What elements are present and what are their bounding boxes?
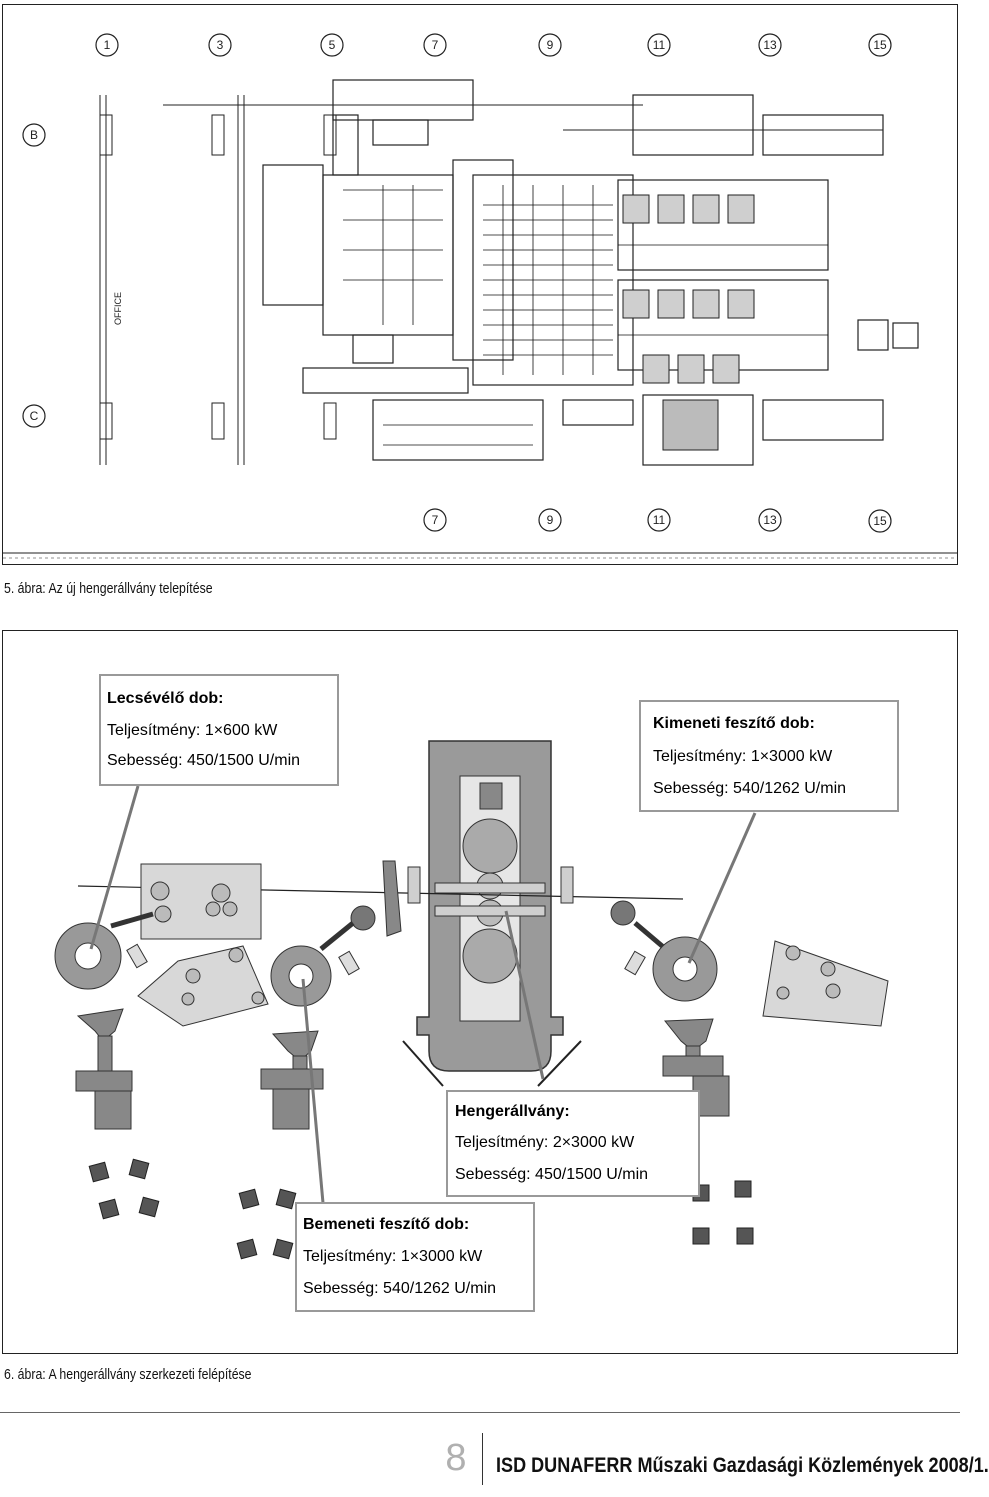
grid-label-bottom-9: 9	[547, 513, 554, 527]
mill-structure-diagram: Lecsévélő dob: Teljesítmény: 1×600 kW Se…	[54, 674, 899, 1312]
figure-5-layout-drawing: 1 3 5 7 9 11 13 15 7 9 11 13 15 B C OFFI…	[2, 4, 958, 565]
grid-label-bottom-7: 7	[432, 513, 439, 527]
callout-mill-power: Teljesítmény: 2×3000 kW	[455, 1134, 635, 1151]
callout-exit-power: Teljesítmény: 1×3000 kW	[653, 748, 833, 765]
entry-tension-drum	[137, 905, 376, 1130]
callout-decoiler: Lecsévélő dob: Teljesítmény: 1×600 kW Se…	[99, 674, 339, 786]
grid-label-1: 1	[104, 38, 111, 52]
grid-label-13: 13	[763, 38, 777, 52]
callout-exit-speed: Sebesség: 540/1262 U/min	[653, 780, 846, 797]
grid-label-7: 7	[432, 38, 439, 52]
footer-rule	[0, 1412, 960, 1413]
grid-label-bottom-15: 15	[873, 514, 887, 528]
callout-decoiler-power: Teljesítmény: 1×600 kW	[107, 722, 278, 739]
grid-label-15: 15	[873, 38, 887, 52]
grid-label-5: 5	[329, 38, 336, 52]
journal-title: ISD DUNAFERR Műszaki Gazdasági Közlemény…	[496, 1454, 989, 1477]
row-label-c: C	[30, 409, 39, 423]
callout-decoiler-speed: Sebesség: 450/1500 U/min	[107, 752, 300, 769]
layout-drawing: 1 3 5 7 9 11 13 15 7 9 11 13 15 B C OFFI…	[3, 33, 957, 559]
callout-exit-tension: Kimeneti feszítő dob: Teljesítmény: 1×30…	[639, 700, 899, 812]
callout-entry-tension: Bemeneti feszítő dob: Teljesítmény: 1×30…	[295, 1202, 535, 1312]
callout-mill-speed: Sebesség: 450/1500 U/min	[455, 1166, 648, 1183]
footer-separator	[482, 1433, 483, 1485]
callout-mill-title: Hengerállvány:	[455, 1103, 570, 1120]
callout-decoiler-title: Lecsévélő dob:	[107, 690, 223, 707]
page-number: 8	[445, 1437, 467, 1479]
callout-entry-title: Bemeneti feszítő dob:	[303, 1216, 469, 1233]
callout-mill-stand: Hengerállvány: Teljesítmény: 2×3000 kW S…	[446, 1090, 700, 1197]
figure-5-caption: 5. ábra: Az új hengerállvány telepítése	[4, 580, 213, 597]
decoiler-drum	[54, 863, 262, 1130]
grid-label-9: 9	[547, 38, 554, 52]
grid-label-bottom-11: 11	[653, 513, 666, 527]
grid-label-3: 3	[217, 38, 224, 52]
callout-entry-speed: Sebesség: 540/1262 U/min	[303, 1280, 496, 1297]
exit-tension-drum	[610, 900, 889, 1117]
grid-label-11: 11	[653, 38, 666, 52]
office-label: OFFICE	[113, 292, 123, 325]
grid-label-bottom-13: 13	[763, 513, 777, 527]
callout-entry-power: Teljesítmény: 1×3000 kW	[303, 1248, 483, 1265]
row-label-b: B	[30, 128, 38, 142]
rolling-mill-stand	[402, 740, 582, 1087]
figure-6-caption: 6. ábra: A hengerállvány szerkezeti felé…	[4, 1366, 252, 1383]
figure-6-mill-structure: Lecsévélő dob: Teljesítmény: 1×600 kW Se…	[2, 630, 958, 1354]
callout-exit-title: Kimeneti feszítő dob:	[653, 715, 815, 732]
